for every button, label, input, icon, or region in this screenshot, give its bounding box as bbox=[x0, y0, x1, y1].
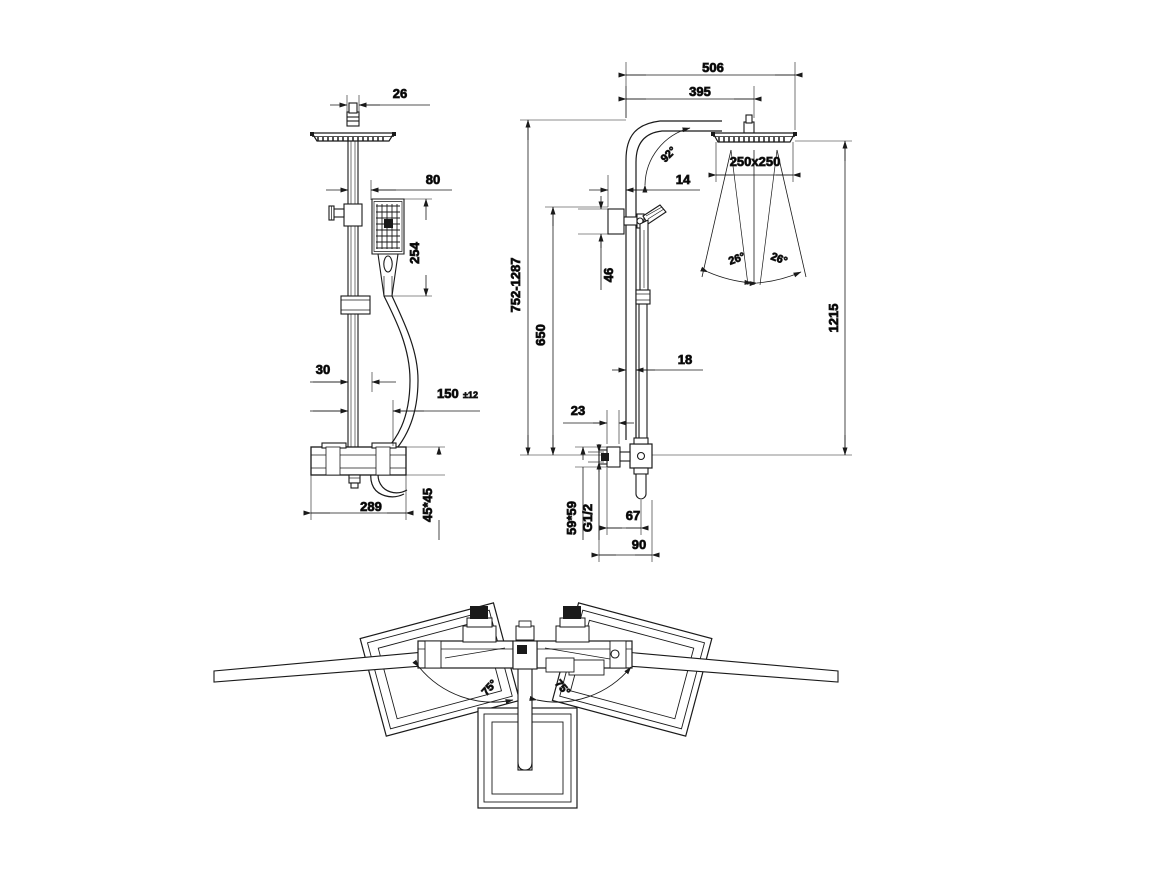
front-rainhead-connector bbox=[743, 114, 755, 134]
front-spray-cone bbox=[701, 149, 807, 286]
dim-289-label: 289 bbox=[360, 499, 382, 514]
dim-289: 289 bbox=[303, 475, 414, 520]
dim-395: 395 bbox=[618, 84, 762, 118]
dim-506: 506 bbox=[618, 60, 803, 130]
dim-45x45-label: 45*45 bbox=[420, 488, 435, 522]
front-view-dimensions: 506 395 92° 14 bbox=[508, 60, 852, 562]
dim-23-label: 23 bbox=[571, 403, 585, 418]
dim-150-tolerance-label: ±12 bbox=[463, 390, 478, 400]
side-top-inlet bbox=[346, 102, 360, 127]
dim-80-label: 80 bbox=[426, 172, 440, 187]
dim-45x45: 45*45 bbox=[406, 446, 445, 540]
dim-30-label: 30 bbox=[316, 362, 330, 377]
dim-254-label: 254 bbox=[407, 241, 422, 263]
side-thermostatic-valve bbox=[310, 442, 407, 489]
dim-26-deg-left-label: 26° bbox=[727, 251, 747, 268]
view-plan: 75° 75° bbox=[213, 602, 839, 809]
dim-26-deg-right: 26° bbox=[749, 250, 802, 287]
dim-250x250: 250x250 bbox=[708, 142, 801, 182]
dim-46: 46 bbox=[578, 196, 616, 290]
dim-506-label: 506 bbox=[702, 60, 724, 75]
side-handshower-bracket bbox=[328, 203, 363, 227]
dim-150-label: 150 bbox=[437, 386, 459, 401]
dim-254: 254 bbox=[392, 198, 432, 297]
dim-23: 23 bbox=[563, 403, 634, 444]
dim-59x59-label: 59*59 bbox=[564, 501, 579, 535]
dim-26-deg-left: 26° bbox=[700, 250, 753, 285]
dim-752-1287: 752-1287 bbox=[508, 119, 626, 456]
dim-30: 30 bbox=[310, 362, 396, 392]
dim-59x59: 59*59 bbox=[564, 446, 607, 540]
dim-250x250-label: 250x250 bbox=[730, 154, 781, 169]
dim-80: 80 bbox=[326, 172, 452, 200]
dim-90: 90 bbox=[591, 468, 660, 562]
dim-18: 18 bbox=[612, 352, 703, 382]
dim-14-label: 14 bbox=[676, 172, 691, 187]
plan-handle-knobs bbox=[462, 606, 590, 643]
plan-head-right bbox=[551, 602, 713, 737]
side-view-dimensions: 26 80 254 30 bbox=[303, 86, 480, 540]
view-front-elevation bbox=[598, 114, 807, 500]
plan-center-spindle bbox=[517, 639, 533, 771]
dim-395-label: 395 bbox=[689, 84, 711, 99]
dim-67-label: 67 bbox=[626, 508, 640, 523]
dim-46-label: 46 bbox=[601, 268, 616, 282]
dim-150: 150 ±12 bbox=[310, 386, 480, 446]
dim-650: 650 bbox=[533, 206, 608, 456]
front-thermostatic-valve bbox=[598, 437, 653, 500]
side-hand-shower bbox=[371, 198, 405, 297]
side-rain-head bbox=[310, 132, 396, 142]
front-hand-shower bbox=[635, 204, 667, 305]
view-side-elevation bbox=[310, 102, 419, 498]
dim-26-deg-right-label: 26° bbox=[769, 251, 789, 268]
dim-26: 26 bbox=[330, 86, 430, 115]
side-slider-block bbox=[340, 295, 371, 315]
dim-650-label: 650 bbox=[533, 324, 548, 346]
dim-18-label: 18 bbox=[678, 352, 692, 367]
dim-26-label: 26 bbox=[393, 86, 407, 101]
dim-g12-label: G1/2 bbox=[580, 504, 595, 532]
dim-1215-label: 1215 bbox=[826, 304, 841, 333]
dim-752-1287-label: 752-1287 bbox=[508, 258, 523, 313]
dim-90-label: 90 bbox=[632, 537, 646, 552]
dim-14: 14 bbox=[589, 172, 700, 207]
front-rain-head bbox=[711, 132, 797, 143]
plan-head-center bbox=[477, 707, 578, 809]
dim-1215: 1215 bbox=[652, 140, 852, 456]
dim-67: 67 bbox=[599, 468, 649, 535]
